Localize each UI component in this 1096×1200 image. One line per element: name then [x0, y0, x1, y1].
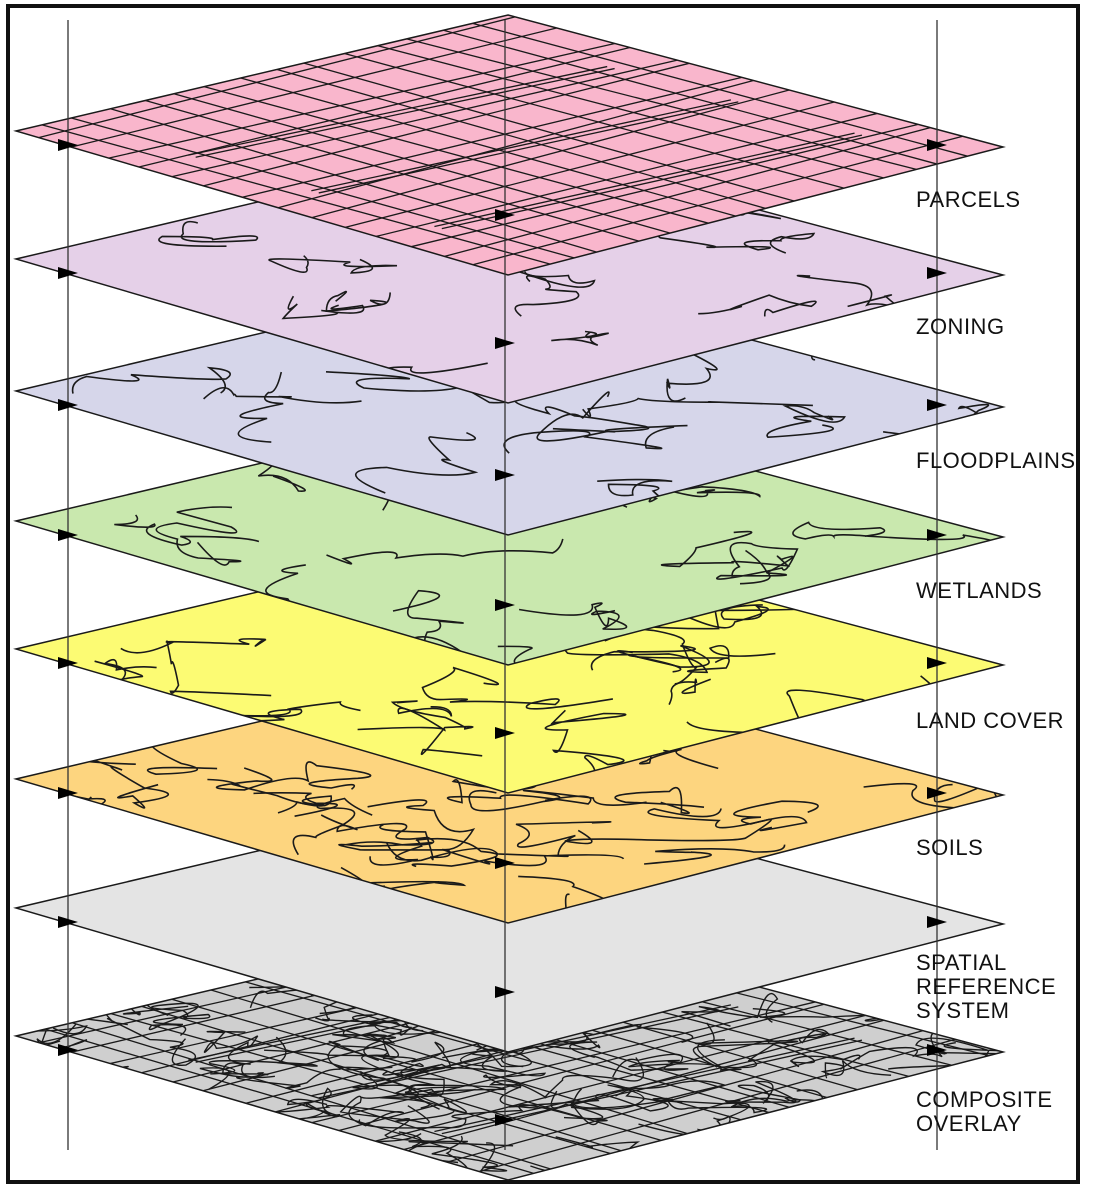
label-parcels: PARCELS [916, 187, 1021, 212]
arrow-marker [58, 529, 78, 541]
arrow-marker [495, 337, 515, 349]
map-features-zoning [158, 168, 923, 383]
layers-group [13, 14, 1006, 1181]
layer-plane-parcels [13, 14, 1006, 276]
arrow-marker [495, 727, 515, 739]
arrow-marker [927, 139, 947, 151]
label-soils: SOILS [916, 835, 983, 860]
map-features-parcels [38, 16, 968, 266]
arrow-marker [58, 916, 78, 928]
arrow-marker [495, 857, 515, 869]
arrow-marker [927, 399, 947, 411]
layer-labels: PARCELS ZONING FLOODPLAINS WETLANDS LAND COV… [916, 187, 1076, 1136]
arrow-marker [58, 787, 78, 799]
arrow-marker [495, 599, 515, 611]
arrow-marker [927, 657, 947, 669]
arrow-marker [58, 657, 78, 669]
arrow-marker [927, 916, 947, 928]
arrow-marker [495, 1114, 515, 1126]
arrow-marker [927, 267, 947, 279]
layer-parcels [13, 14, 1006, 276]
label-land-cover: LAND COVER [916, 708, 1064, 733]
label-zoning: ZONING [916, 314, 1005, 339]
arrow-marker [495, 209, 515, 221]
vertical-guide-lines [58, 20, 947, 1150]
arrow-marker [495, 469, 515, 481]
label-floodplains: FLOODPLAINS [916, 448, 1076, 473]
arrow-marker [927, 787, 947, 799]
arrow-marker [58, 399, 78, 411]
arrow-marker [58, 267, 78, 279]
arrow-marker [927, 529, 947, 541]
arrow-marker [495, 986, 515, 998]
arrow-marker [58, 139, 78, 151]
label-wetlands: WETLANDS [916, 578, 1042, 603]
arrow-marker [58, 1044, 78, 1056]
layer-plane-floodplains [13, 274, 1006, 536]
arrow-marker [927, 1044, 947, 1056]
